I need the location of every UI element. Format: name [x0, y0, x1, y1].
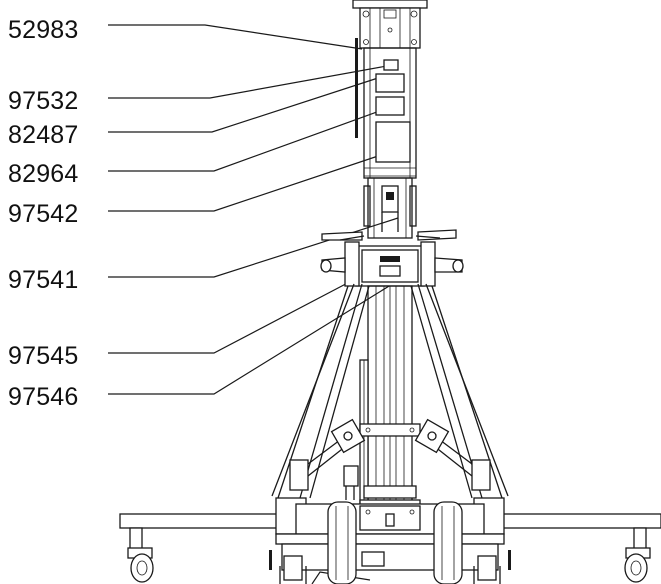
part-label-97545: 97545: [8, 342, 79, 370]
part-label-97546: 97546: [8, 383, 79, 411]
part-label-52983: 52983: [8, 16, 79, 44]
mast-upper: [363, 47, 417, 179]
clamp-assembly: [320, 241, 464, 287]
part-label-82964: 82964: [8, 160, 79, 188]
carriage: [321, 177, 457, 241]
part-label-97541: 97541: [8, 266, 79, 294]
base-frame: [119, 497, 661, 571]
casters: [127, 527, 651, 584]
leader-lines: [108, 24, 399, 584]
mast-top: [352, 0, 428, 138]
part-label-97542: 97542: [8, 200, 79, 228]
legs: [271, 283, 509, 500]
part-label-82487: 82487: [8, 121, 79, 149]
part-label-97532: 97532: [8, 87, 79, 115]
wheels: [327, 501, 463, 584]
